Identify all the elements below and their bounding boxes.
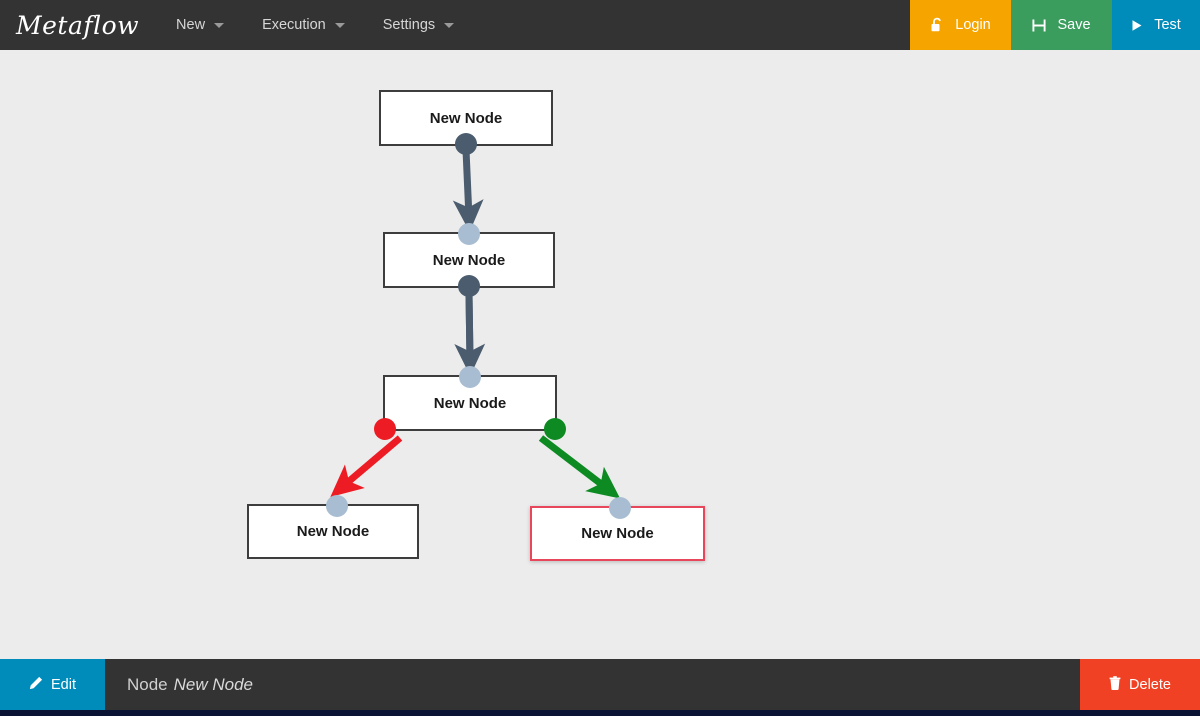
test-button-label: Test [1154, 17, 1181, 33]
edit-button-label: Edit [51, 676, 76, 693]
bottom-status-bar: Edit Node New Node Delete [0, 659, 1200, 710]
test-button[interactable]: Test [1112, 0, 1200, 50]
nav-menu-settings-label: Settings [382, 17, 436, 33]
edge-layer [330, 149, 621, 499]
flow-canvas[interactable]: New Node New Node New Node New Node New … [0, 50, 1200, 659]
flow-node-3[interactable]: New Node [374, 366, 566, 440]
top-navbar: Metaflow New Execution Settings [0, 0, 1200, 50]
app-brand-logo[interactable]: Metaflow [16, 10, 140, 40]
flow-node-2-label: New Node [432, 251, 506, 269]
bottom-accent-strip [0, 710, 1200, 716]
nav-menu-settings[interactable]: Settings [364, 0, 473, 50]
node-3-source-handle-true[interactable] [544, 418, 566, 440]
nav-menu-list: New Execution Settings [157, 0, 473, 50]
nav-menu-execution-label: Execution [262, 17, 326, 33]
delete-button[interactable]: Delete [1080, 659, 1200, 710]
status-message: Node New Node [105, 659, 1080, 710]
chevron-down-icon [214, 22, 225, 28]
edge-node3-node5[interactable] [538, 435, 621, 499]
flow-node-2[interactable]: New Node [383, 223, 555, 297]
delete-button-label: Delete [1129, 676, 1171, 693]
flow-node-3-label: New Node [433, 394, 507, 412]
nav-menu-new[interactable]: New [157, 0, 243, 50]
edge-node2-node3-arrow [454, 292, 486, 376]
nav-menu-execution[interactable]: Execution [243, 0, 364, 50]
chevron-down-icon [444, 22, 455, 28]
node-2-source-handle[interactable] [458, 275, 480, 297]
flow-node-4-label: New Node [296, 523, 370, 540]
login-button-label: Login [955, 17, 991, 33]
node-2-target-handle[interactable] [458, 223, 480, 245]
status-node-name: New Node [173, 674, 254, 694]
login-button[interactable]: Login [910, 0, 1011, 50]
flow-node-4[interactable]: New Node [247, 495, 419, 559]
play-icon [1131, 19, 1143, 32]
unlock-icon [930, 17, 944, 33]
node-5-target-handle[interactable] [609, 497, 631, 519]
nav-menu-new-label: New [176, 17, 206, 33]
node-3-target-handle[interactable] [459, 366, 481, 388]
status-prefix: Node [127, 674, 168, 694]
node-4-target-handle[interactable] [326, 495, 348, 517]
save-button[interactable]: Save [1011, 0, 1112, 50]
flow-node-5-label: New Node [581, 525, 654, 542]
edit-button[interactable]: Edit [0, 659, 105, 710]
floppy-disk-icon [1032, 18, 1047, 33]
flow-node-1[interactable]: New Node [379, 90, 553, 155]
flow-node-1-label: New Node [429, 109, 503, 127]
node-3-source-handle-false[interactable] [374, 418, 396, 440]
node-1-source-handle[interactable] [455, 133, 477, 155]
edge-node1-node2[interactable] [452, 149, 484, 232]
edge-node3-node4[interactable] [330, 435, 403, 498]
nav-action-group: Login Save Test [910, 0, 1200, 50]
chevron-down-icon [334, 22, 345, 28]
flow-node-5[interactable]: New Node [530, 497, 705, 561]
pencil-icon [29, 676, 43, 694]
save-button-label: Save [1057, 17, 1091, 33]
trash-icon [1109, 675, 1121, 694]
